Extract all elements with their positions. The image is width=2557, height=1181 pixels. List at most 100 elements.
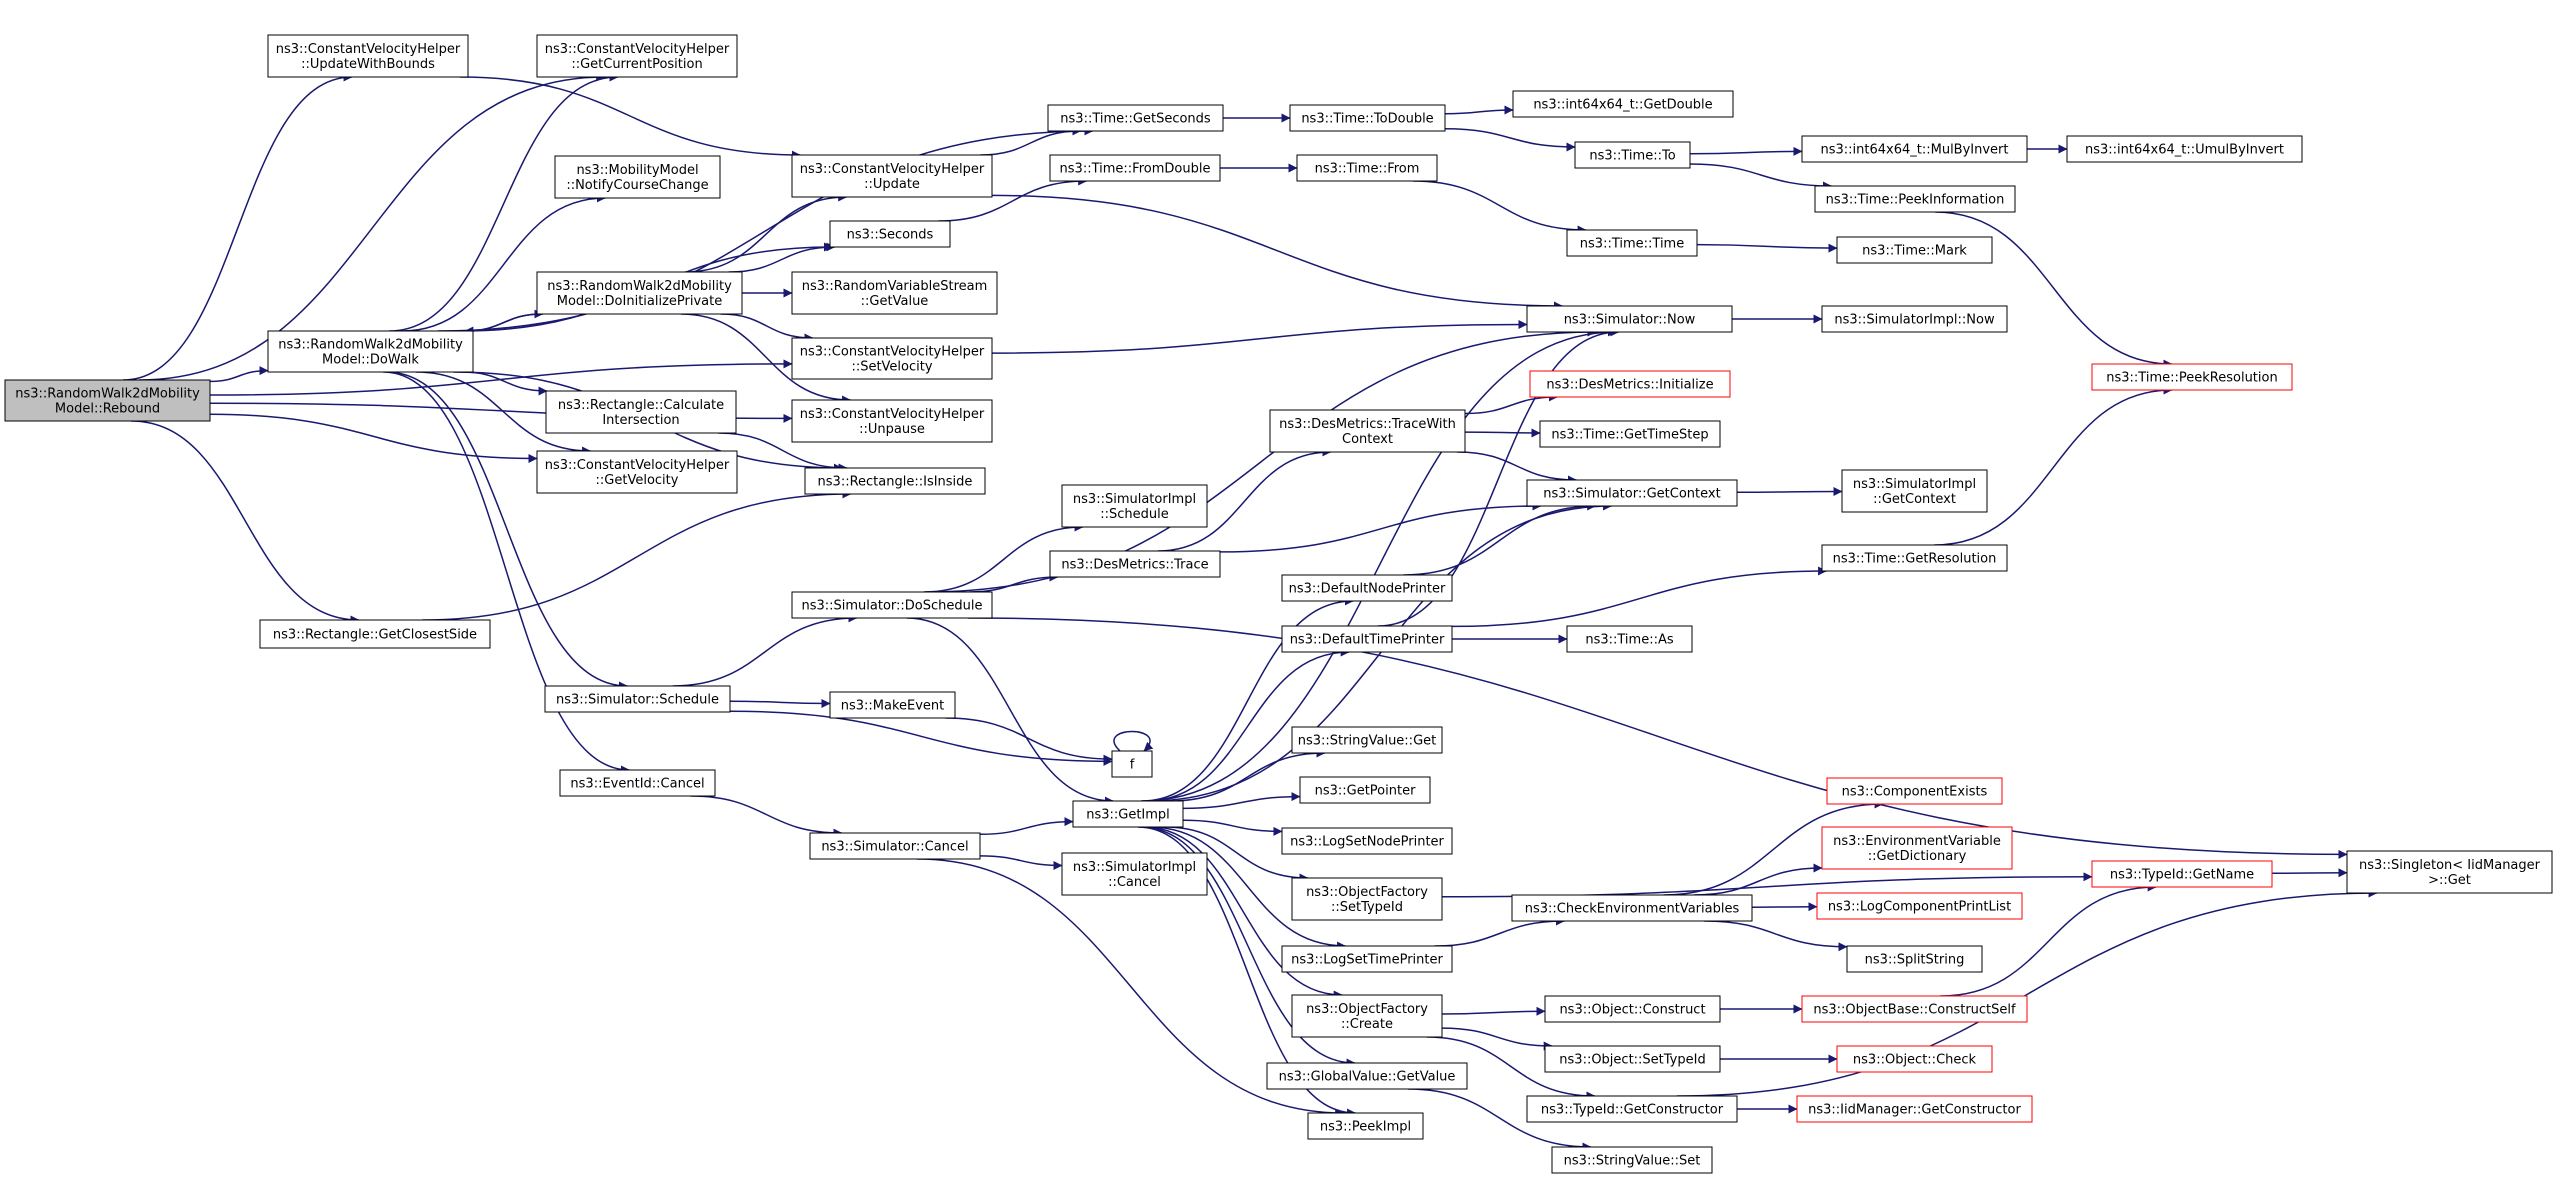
node-time-mark[interactable]: ns3::Time::Mark bbox=[1836, 236, 1993, 264]
node-sim-cancel[interactable]: ns3::Simulator::Cancel bbox=[809, 832, 981, 860]
node-box[interactable] bbox=[1266, 1062, 1468, 1090]
node-box[interactable] bbox=[536, 271, 743, 315]
node-box[interactable] bbox=[809, 832, 981, 860]
node-checkenv[interactable]: ns3::CheckEnvironmentVariables bbox=[1511, 894, 1753, 922]
node-iidmanager-getconstructor[interactable]: ns3::IidManager::GetConstructor bbox=[1796, 1095, 2033, 1123]
node-singleton-get[interactable]: ns3::Singleton< IidManager >::Get bbox=[2346, 850, 2553, 894]
node-getvelocity[interactable]: ns3::ConstantVelocityHelper::GetVelocity bbox=[536, 450, 738, 494]
node-logcomponentprintlist[interactable]: ns3::LogComponentPrintList bbox=[1816, 892, 2023, 920]
node-envvar-getdictionary[interactable]: ns3::EnvironmentVariable::GetDictionary bbox=[1821, 826, 2013, 870]
node-stringvalue-set[interactable]: ns3::StringValue::Set bbox=[1551, 1146, 1713, 1174]
node-box[interactable] bbox=[1296, 154, 1438, 182]
node-box[interactable] bbox=[1281, 945, 1453, 973]
node-box[interactable] bbox=[267, 34, 469, 78]
node-typeid-getname[interactable]: ns3::TypeId::GetName bbox=[2091, 860, 2273, 888]
node-seconds[interactable]: ns3::Seconds bbox=[829, 220, 951, 248]
node-box[interactable] bbox=[1566, 625, 1693, 653]
node-box[interactable] bbox=[2091, 363, 2293, 391]
node-f[interactable]: f bbox=[1111, 750, 1153, 778]
node-box[interactable] bbox=[1526, 1095, 1738, 1123]
node-box[interactable] bbox=[1511, 894, 1753, 922]
node-int64-getdouble[interactable]: ns3::int64x64_t::GetDouble bbox=[1512, 90, 1734, 118]
node-getcurrentposition[interactable]: ns3::ConstantVelocityHelper::GetCurrentP… bbox=[536, 34, 738, 78]
node-eventid-cancel[interactable]: ns3::EventId::Cancel bbox=[559, 769, 716, 797]
node-box[interactable] bbox=[259, 619, 491, 649]
node-globalvalue-getvalue[interactable]: ns3::GlobalValue::GetValue bbox=[1266, 1062, 1468, 1090]
node-box[interactable] bbox=[1814, 185, 2016, 213]
node-box[interactable] bbox=[1566, 229, 1698, 257]
node-time-gettimestep[interactable]: ns3::Time::GetTimeStep bbox=[1539, 420, 1721, 448]
node-box[interactable] bbox=[1801, 995, 2028, 1023]
node-box[interactable] bbox=[554, 155, 721, 199]
node-getclosestside[interactable]: ns3::Rectangle::GetClosestSide bbox=[259, 619, 491, 649]
node-int64-mulbyinvert[interactable]: ns3::int64x64_t::MulByInvert bbox=[1801, 135, 2028, 163]
node-box[interactable] bbox=[1111, 750, 1153, 778]
node-cvh-update[interactable]: ns3::ConstantVelocityHelper::Update bbox=[791, 154, 993, 198]
node-peekimpl[interactable]: ns3::PeekImpl bbox=[1307, 1112, 1424, 1140]
node-box[interactable] bbox=[791, 154, 993, 198]
node-box[interactable] bbox=[1544, 1045, 1721, 1073]
node-box[interactable] bbox=[1526, 305, 1733, 333]
node-desmetrics-trace[interactable]: ns3::DesMetrics::Trace bbox=[1049, 550, 1221, 578]
node-logsettimeprinter[interactable]: ns3::LogSetTimePrinter bbox=[1281, 945, 1453, 973]
node-box[interactable] bbox=[1826, 777, 2003, 805]
node-logsetnodeprinter[interactable]: ns3::LogSetNodePrinter bbox=[1281, 827, 1453, 855]
node-box[interactable] bbox=[536, 34, 738, 78]
node-box[interactable] bbox=[1836, 236, 1993, 264]
node-box[interactable] bbox=[1821, 305, 2008, 333]
node-box[interactable] bbox=[791, 591, 993, 619]
node-box[interactable] bbox=[1291, 726, 1443, 754]
node-box[interactable] bbox=[1281, 625, 1453, 653]
node-simimpl-cancel[interactable]: ns3::SimulatorImpl::Cancel bbox=[1061, 852, 1208, 896]
node-object-settypeid[interactable]: ns3::Object::SetTypeId bbox=[1544, 1045, 1721, 1073]
node-box[interactable] bbox=[1574, 141, 1691, 169]
node-box[interactable] bbox=[559, 769, 716, 797]
node-box[interactable] bbox=[267, 330, 474, 373]
node-box[interactable] bbox=[1529, 370, 1731, 398]
node-getimpl[interactable]: ns3::GetImpl bbox=[1072, 800, 1184, 828]
node-box[interactable] bbox=[1816, 892, 2023, 920]
node-box[interactable] bbox=[544, 685, 731, 713]
node-box[interactable] bbox=[1841, 469, 1988, 513]
node-box[interactable] bbox=[1072, 800, 1184, 828]
node-time-from[interactable]: ns3::Time::From bbox=[1296, 154, 1438, 182]
node-doinitializeprivate[interactable]: ns3::RandomWalk2dMobilityModel::DoInitia… bbox=[536, 271, 743, 315]
node-box[interactable] bbox=[1539, 420, 1721, 448]
node-sim-getcontext[interactable]: ns3::Simulator::GetContext bbox=[1526, 479, 1738, 507]
node-box[interactable] bbox=[1047, 104, 1224, 132]
node-time-fromdouble[interactable]: ns3::Time::FromDouble bbox=[1049, 154, 1221, 182]
node-box[interactable] bbox=[791, 399, 993, 443]
node-time-peekresolution[interactable]: ns3::Time::PeekResolution bbox=[2091, 363, 2293, 391]
node-box[interactable] bbox=[1061, 852, 1208, 896]
node-splitstring[interactable]: ns3::SplitString bbox=[1846, 945, 1983, 973]
node-time-to[interactable]: ns3::Time::To bbox=[1574, 141, 1691, 169]
node-simimpl-getcontext[interactable]: ns3::SimulatorImpl::GetContext bbox=[1841, 469, 1988, 513]
node-simimpl-schedule[interactable]: ns3::SimulatorImpl::Schedule bbox=[1061, 484, 1208, 528]
node-time-as[interactable]: ns3::Time::As bbox=[1566, 625, 1693, 653]
node-box[interactable] bbox=[4, 379, 211, 422]
node-box[interactable] bbox=[1289, 104, 1446, 132]
node-defaulttimeprinter[interactable]: ns3::DefaultTimePrinter bbox=[1281, 625, 1453, 653]
node-doschedule[interactable]: ns3::Simulator::DoSchedule bbox=[791, 591, 993, 619]
node-box[interactable] bbox=[545, 390, 737, 434]
node-unpause[interactable]: ns3::ConstantVelocityHelper::Unpause bbox=[791, 399, 993, 443]
node-box[interactable] bbox=[1796, 1095, 2033, 1123]
node-of-settypeid[interactable]: ns3::ObjectFactory::SetTypeId bbox=[1291, 877, 1443, 921]
node-desmetrics-initialize[interactable]: ns3::DesMetrics::Initialize bbox=[1529, 370, 1731, 398]
node-box[interactable] bbox=[1299, 776, 1431, 804]
node-defaultnodeprinter[interactable]: ns3::DefaultNodePrinter bbox=[1281, 574, 1453, 602]
node-of-create[interactable]: ns3::ObjectFactory::Create bbox=[1291, 994, 1443, 1038]
node-notifycoursechange[interactable]: ns3::MobilityModel::NotifyCourseChange bbox=[554, 155, 721, 199]
node-time-todouble[interactable]: ns3::Time::ToDouble bbox=[1289, 104, 1446, 132]
node-box[interactable] bbox=[1307, 1112, 1424, 1140]
node-setvelocity[interactable]: ns3::ConstantVelocityHelper::SetVelocity bbox=[791, 337, 993, 380]
node-componentexists[interactable]: ns3::ComponentExists bbox=[1826, 777, 2003, 805]
node-typeid-getconstructor[interactable]: ns3::TypeId::GetConstructor bbox=[1526, 1095, 1738, 1123]
node-box[interactable] bbox=[1551, 1146, 1713, 1174]
node-box[interactable] bbox=[1526, 479, 1738, 507]
node-box[interactable] bbox=[791, 337, 993, 380]
node-box[interactable] bbox=[536, 450, 738, 494]
node-box[interactable] bbox=[791, 271, 998, 315]
node-time-peekinformation[interactable]: ns3::Time::PeekInformation bbox=[1814, 185, 2016, 213]
